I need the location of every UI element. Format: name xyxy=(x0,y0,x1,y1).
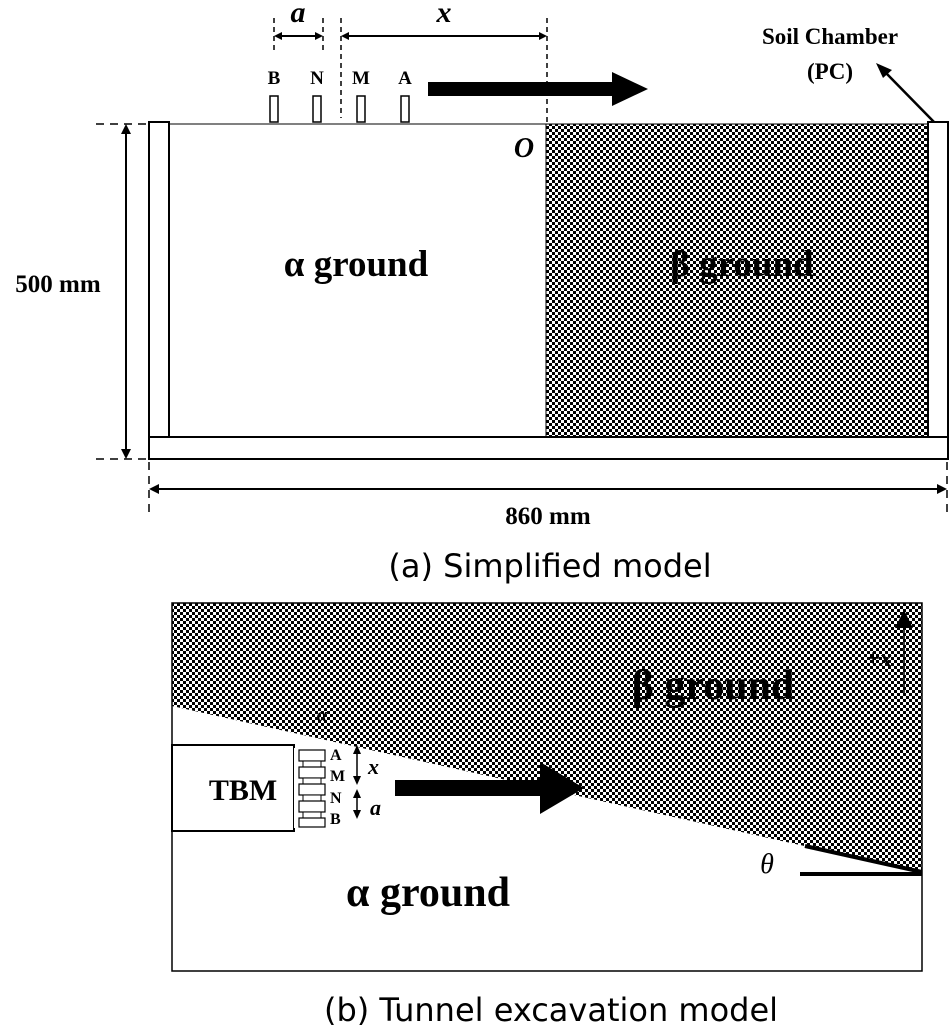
right-wall xyxy=(927,121,949,438)
tbm-label-n: N xyxy=(330,790,342,807)
alpha-ground-label-a: α ground xyxy=(284,244,429,285)
tbm-label: TBM xyxy=(209,774,277,807)
angle-label: θ xyxy=(760,849,774,880)
tbm-electrode-a xyxy=(298,749,326,762)
axis-x-label: +x xyxy=(866,646,892,672)
electrode-label-n: N xyxy=(310,68,324,89)
left-wall xyxy=(148,121,170,438)
beta-ground-region xyxy=(546,124,928,437)
width-label: 860 mm xyxy=(505,503,591,530)
electrode-n xyxy=(312,95,322,123)
simplified-model: B N M A a x O Soil Chamber (PC) α ground… xyxy=(15,0,949,585)
tbm-electrode-b xyxy=(298,800,326,813)
chamber-label-line2: (PC) xyxy=(807,59,853,84)
tbm-electrode-m xyxy=(298,766,326,779)
electrode-b xyxy=(269,95,279,123)
electrode-a xyxy=(400,95,410,123)
caption-a: (a) Simplified model xyxy=(388,547,711,585)
origin-label: O xyxy=(514,133,534,164)
tbm-spacing-x-label: x xyxy=(367,754,379,779)
electrode-label-m: M xyxy=(352,68,370,89)
tbm-label-b: B xyxy=(330,811,341,828)
tbm-electrode-n xyxy=(298,783,326,796)
beta-ground-label-a: β ground xyxy=(670,244,814,285)
chamber-label-line1: Soil Chamber xyxy=(762,24,898,49)
tunnel-excavation-model: +x β ground α TBM A M N B x a xyxy=(171,602,923,1029)
beta-ground-label-b: β ground xyxy=(632,663,795,709)
spacing-a-label: a xyxy=(291,0,306,29)
tbm-label-a: A xyxy=(330,747,342,764)
electrode-m xyxy=(356,95,366,123)
electrode-label-b: B xyxy=(268,68,281,89)
direction-arrow xyxy=(428,72,648,106)
caption-b: (b) Tunnel excavation model xyxy=(324,991,778,1029)
tbm-body xyxy=(171,744,295,832)
angle-slope-line xyxy=(804,844,923,874)
height-label: 500 mm xyxy=(15,271,101,298)
electrode-label-a: A xyxy=(398,68,412,89)
chamber-base xyxy=(148,436,949,460)
spacing-x-label: x xyxy=(436,0,452,29)
beta-ground-region-b xyxy=(172,603,922,872)
interface-label: α xyxy=(317,705,328,726)
tbm-spacing-a-label: a xyxy=(370,795,381,820)
chamber-pointer xyxy=(885,72,935,123)
alpha-ground-label-b: α ground xyxy=(346,870,510,916)
axis-x-arrow xyxy=(895,610,913,628)
excavation-arrow xyxy=(395,762,584,814)
tbm-label-m: M xyxy=(330,768,345,785)
